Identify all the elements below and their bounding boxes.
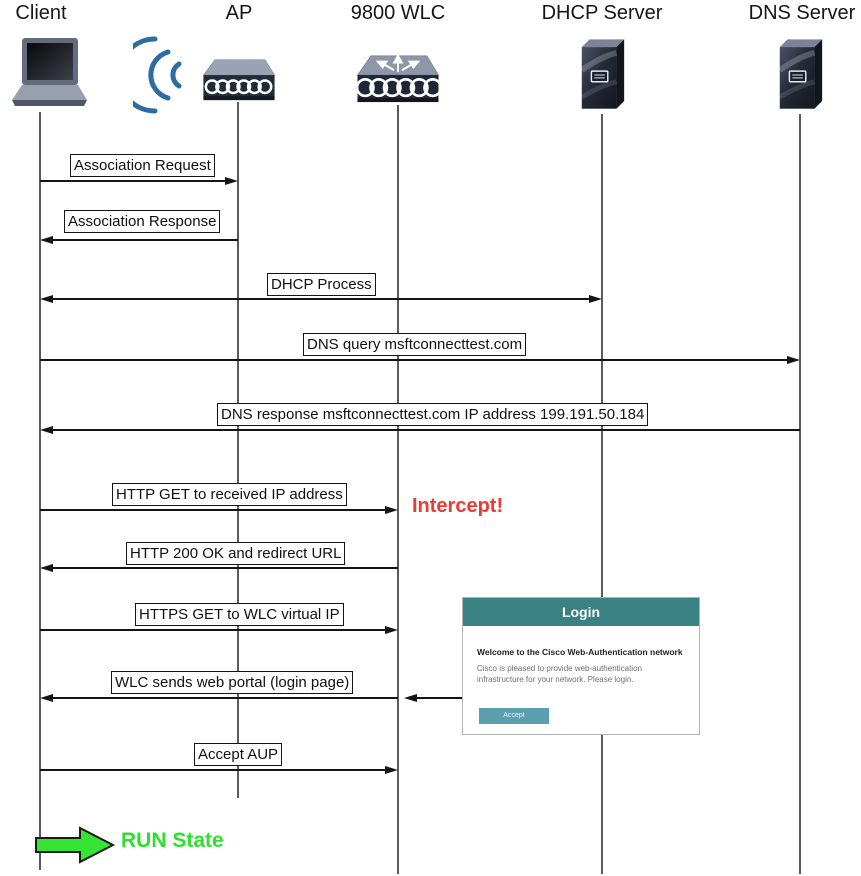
run-state-annotation: RUN State — [121, 829, 224, 852]
actor-title-dhcp-server: DHCP Server — [541, 2, 663, 24]
web-auth-portal-screenshot: Login Welcome to the Cisco Web-Authentic… — [462, 597, 700, 735]
message-label-http-200: HTTP 200 OK and redirect URL — [126, 542, 346, 565]
message-label-dhcp-process: DHCP Process — [267, 273, 376, 296]
arrowhead-right-icon — [385, 766, 398, 774]
arrowhead-right-icon — [225, 177, 238, 185]
accept-button[interactable]: Accept — [479, 708, 549, 724]
lifeline-dhcp-server — [601, 114, 603, 874]
arrow-dhcp-process — [51, 298, 590, 300]
intercept-annotation: Intercept! — [412, 495, 504, 517]
server-icon — [580, 39, 625, 109]
arrow-dns-response — [51, 429, 800, 431]
portal-title: Login — [561, 604, 601, 620]
arrowhead-right-icon — [589, 295, 602, 303]
arrowhead-left-icon — [40, 694, 53, 702]
portal-body-text: Cisco is pleased to provide web-authenti… — [477, 664, 642, 684]
arrowhead-right-icon — [385, 626, 398, 634]
message-label-association-response: Association Response — [64, 210, 221, 233]
laptop-icon — [12, 38, 87, 106]
lifeline-client — [39, 112, 41, 870]
message-label-accept-aup: Accept AUP — [194, 743, 283, 766]
wifi-waves-icon — [133, 36, 182, 114]
arrowhead-left-icon — [404, 694, 417, 702]
access-point-icon — [202, 59, 276, 101]
portal-header-bar — [463, 598, 699, 626]
actor-title-9800-wlc: 9800 WLC — [350, 2, 446, 24]
arrow-portal-to-wlc — [415, 697, 462, 699]
lifeline-ap — [237, 102, 239, 798]
arrow-association-response — [51, 239, 238, 241]
arrow-https-get — [40, 629, 386, 631]
server-icon — [778, 39, 823, 109]
portal-welcome-heading: Welcome to the Cisco Web-Authentication … — [477, 647, 683, 657]
message-label-https-get: HTTPS GET to WLC virtual IP — [135, 603, 344, 626]
lifeline-dns-server — [799, 114, 801, 874]
arrow-http-200 — [51, 567, 398, 569]
message-label-dns-response: DNS response msftconnecttest.com IP addr… — [217, 403, 649, 426]
arrow-http-get — [40, 509, 386, 511]
actor-title-client: Client — [15, 2, 67, 24]
message-label-dns-query: DNS query msftconnecttest.com — [303, 333, 527, 356]
arrowhead-left-icon — [40, 564, 53, 572]
actor-title-dns-server: DNS Server — [748, 2, 856, 24]
block-arrow-right-icon — [35, 826, 116, 864]
actor-title-ap: AP — [225, 2, 253, 24]
lifeline-9800-wlc — [397, 105, 399, 874]
arrow-accept-aup — [40, 769, 386, 771]
arrowhead-right-icon — [787, 356, 800, 364]
arrowhead-left-icon — [40, 236, 53, 244]
arrow-dns-query — [40, 359, 788, 361]
message-label-http-get: HTTP GET to received IP address — [112, 483, 347, 506]
arrowhead-left-icon — [40, 426, 53, 434]
arrow-web-portal — [51, 697, 398, 699]
wireless-lan-controller-icon — [355, 53, 441, 103]
arrowhead-left-icon — [40, 295, 53, 303]
arrowhead-right-icon — [385, 506, 398, 514]
arrow-association-request — [40, 180, 226, 182]
message-label-web-portal: WLC sends web portal (login page) — [111, 671, 354, 694]
message-label-association-request: Association Request — [70, 154, 215, 177]
